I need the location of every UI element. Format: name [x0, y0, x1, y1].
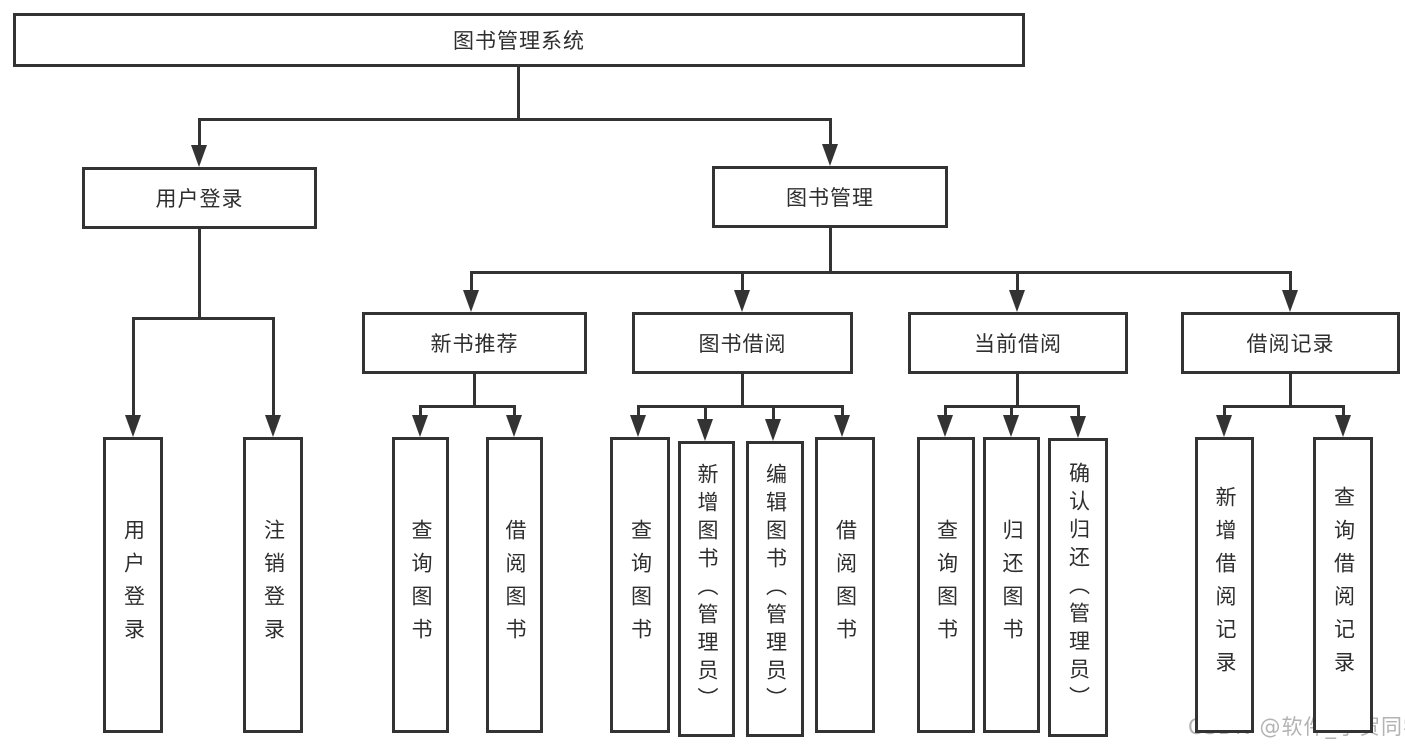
- node-leaf-records-add-record: 新增借阅记录: [1195, 437, 1254, 733]
- node-label-root: 图书管理系统: [453, 29, 585, 53]
- connector-2-arrow-1-shaft: [740, 272, 744, 294]
- connector-1-arrow-1-shaft: [271, 318, 275, 419]
- node-label-leaf-logout: 注销登录: [261, 519, 286, 651]
- connector-1-arrow-1-arrowhead: [265, 415, 281, 437]
- connector-6-arrow-1-arrowhead: [1335, 415, 1351, 437]
- connector-6-arrow-1-shaft: [1341, 406, 1345, 419]
- connector-3-rail: [418, 404, 516, 408]
- connector-3-arrow-0-shaft: [418, 406, 422, 419]
- connector-4-arrow-0-arrowhead: [630, 415, 646, 437]
- node-label-book-management: 图书管理: [786, 186, 874, 210]
- node-leaf-records-query-record: 查询借阅记录: [1313, 437, 1373, 733]
- connector-0-arrow-0-arrowhead: [191, 145, 207, 167]
- connector-3-arrow-1-arrowhead: [506, 415, 522, 437]
- node-book-management: 图书管理: [712, 166, 948, 228]
- connector-4-arrow-1-arrowhead: [697, 419, 713, 441]
- connector-4-arrow-3-arrowhead: [834, 415, 850, 437]
- node-leaf-current-confirm-return-admin: 确认归还（管理员）: [1048, 438, 1108, 737]
- connector-2-arrow-3-arrowhead: [1282, 290, 1298, 312]
- connector-6-arrow-0-arrowhead: [1216, 415, 1232, 437]
- connector-0-rail: [197, 117, 832, 121]
- connector-5-arrow-0-arrowhead: [937, 415, 953, 437]
- connector-0-stub: [516, 67, 520, 119]
- connector-5-arrow-1-arrowhead: [1003, 415, 1019, 437]
- node-new-book-recommend: 新书推荐: [362, 312, 587, 374]
- connector-5-arrow-2-shaft: [1076, 406, 1080, 420]
- node-label-leaf-borrowing-add-book-admin: 新增图书（管理员）: [695, 463, 719, 715]
- node-label-leaf-user-login: 用户登录: [121, 519, 146, 651]
- connector-4-stub: [740, 374, 744, 406]
- connector-6-arrow-0-shaft: [1222, 406, 1226, 419]
- connector-1-rail: [131, 316, 275, 320]
- node-leaf-borrowing-add-book-admin: 新增图书（管理员）: [678, 441, 735, 737]
- connector-5-arrow-1-shaft: [1009, 406, 1013, 419]
- connector-5-arrow-0-shaft: [943, 406, 947, 419]
- connector-6-stub: [1288, 374, 1292, 406]
- node-label-leaf-borrowing-query-book: 查询图书: [628, 519, 653, 651]
- node-label-leaf-borrowing-edit-book-admin: 编辑图书（管理员）: [763, 463, 788, 715]
- node-label-leaf-borrowing-borrow-book: 借阅图书: [833, 519, 858, 651]
- connector-0-arrow-1-arrowhead: [822, 144, 838, 166]
- connector-2-arrow-2-arrowhead: [1009, 290, 1025, 312]
- connector-6-rail: [1222, 404, 1345, 408]
- node-label-leaf-records-query-record: 查询借阅记录: [1331, 486, 1356, 684]
- connector-2-rail: [469, 270, 1292, 274]
- node-leaf-recommend-borrow-book: 借阅图书: [486, 437, 543, 733]
- connector-2-arrow-3-shaft: [1288, 272, 1292, 294]
- connector-2-arrow-1-arrowhead: [734, 290, 750, 312]
- connector-0-arrow-0-shaft: [197, 119, 201, 149]
- connector-4-arrow-2-shaft: [771, 406, 775, 423]
- connector-4-rail: [636, 404, 844, 408]
- connector-3-stub: [472, 374, 476, 406]
- connector-1-arrow-0-arrowhead: [125, 415, 141, 437]
- connector-3-arrow-1-shaft: [512, 406, 516, 419]
- connector-5-arrow-2-arrowhead: [1070, 416, 1086, 438]
- connector-2-arrow-2-shaft: [1015, 272, 1019, 294]
- connector-4-arrow-2-arrowhead: [765, 419, 781, 441]
- node-label-new-book-recommend: 新书推荐: [430, 332, 519, 356]
- node-label-leaf-recommend-borrow-book: 借阅图书: [503, 519, 527, 651]
- connector-4-arrow-0-shaft: [636, 406, 640, 419]
- connector-2-stub: [828, 228, 832, 272]
- connector-2-arrow-0-shaft: [469, 272, 473, 294]
- node-label-leaf-current-return-book: 归还图书: [1000, 519, 1024, 651]
- node-current-borrowing: 当前借阅: [908, 312, 1128, 374]
- node-leaf-user-login: 用户登录: [103, 437, 163, 733]
- node-label-leaf-current-query-book: 查询图书: [934, 519, 959, 651]
- connector-4-arrow-3-shaft: [840, 406, 844, 419]
- node-leaf-current-return-book: 归还图书: [983, 437, 1040, 733]
- node-label-leaf-current-confirm-return-admin: 确认归还（管理员）: [1066, 461, 1091, 714]
- connector-1-arrow-0-shaft: [131, 318, 135, 419]
- node-label-book-borrowing: 图书借阅: [698, 332, 787, 356]
- node-leaf-borrowing-edit-book-admin: 编辑图书（管理员）: [746, 441, 804, 737]
- node-leaf-borrowing-borrow-book: 借阅图书: [815, 437, 875, 733]
- node-label-borrowing-records: 借阅记录: [1246, 332, 1335, 356]
- connector-3-arrow-0-arrowhead: [412, 415, 428, 437]
- node-leaf-logout: 注销登录: [243, 437, 303, 733]
- node-label-current-borrowing: 当前借阅: [974, 332, 1062, 356]
- connector-4-arrow-1-shaft: [703, 406, 707, 423]
- node-label-user-login: 用户登录: [155, 187, 244, 211]
- node-leaf-recommend-query-book: 查询图书: [392, 437, 449, 733]
- connector-0-arrow-1-shaft: [828, 119, 832, 148]
- connector-5-stub: [1015, 374, 1019, 406]
- connector-2-arrow-0-arrowhead: [463, 290, 479, 312]
- connector-1-stub: [197, 229, 201, 318]
- node-leaf-current-query-book: 查询图书: [917, 437, 975, 733]
- node-label-leaf-recommend-query-book: 查询图书: [409, 519, 433, 651]
- node-user-login: 用户登录: [82, 167, 317, 229]
- node-borrowing-records: 借阅记录: [1181, 312, 1400, 374]
- node-label-leaf-records-add-record: 新增借阅记录: [1213, 486, 1237, 684]
- node-root: 图书管理系统: [13, 13, 1025, 67]
- node-leaf-borrowing-query-book: 查询图书: [610, 437, 670, 733]
- node-book-borrowing: 图书借阅: [632, 312, 853, 374]
